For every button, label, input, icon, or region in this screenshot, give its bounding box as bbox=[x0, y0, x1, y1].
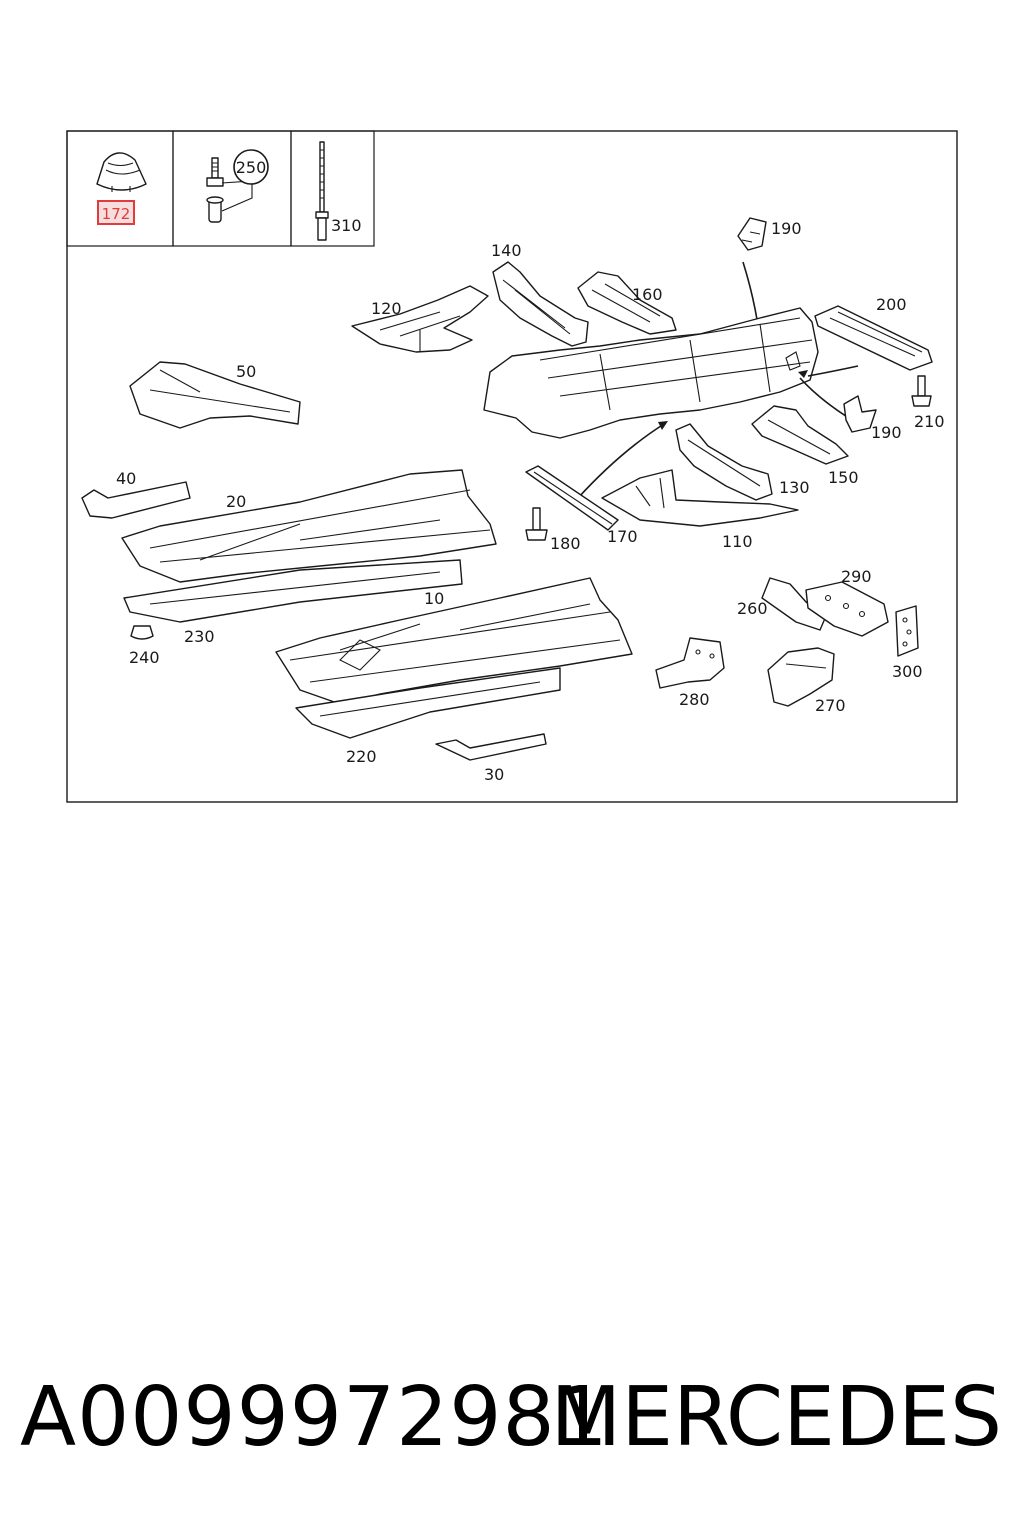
parts-diagram: 172 250 310 190 140 160 120 200 50 210 1… bbox=[66, 130, 958, 803]
bolt-210-shape bbox=[911, 375, 932, 407]
strip-170-shape bbox=[525, 465, 619, 531]
bolt-180-shape bbox=[525, 507, 548, 541]
callout-40: 40 bbox=[116, 469, 136, 488]
panel-230-shape bbox=[123, 559, 463, 623]
callout-210: 210 bbox=[914, 412, 945, 431]
bracket-160-shape bbox=[577, 271, 677, 335]
bracket-270-shape bbox=[767, 647, 835, 707]
footer-caption: A0099972981 MERCEDES bbox=[0, 1370, 1024, 1480]
plate-300-shape bbox=[895, 605, 919, 657]
callout-130: 130 bbox=[779, 478, 810, 497]
callout-190-top: 190 bbox=[771, 219, 802, 238]
callout-10: 10 bbox=[424, 589, 444, 608]
panel-110-shape bbox=[601, 469, 799, 527]
plug-240-shape bbox=[130, 625, 154, 640]
panel-120-shape bbox=[351, 285, 489, 353]
callout-140: 140 bbox=[491, 241, 522, 260]
callout-300: 300 bbox=[892, 662, 923, 681]
bracket-190-top-shape bbox=[737, 217, 767, 251]
callout-120: 120 bbox=[371, 299, 402, 318]
rail-40-shape bbox=[81, 481, 191, 519]
callout-190-lower: 190 bbox=[871, 423, 902, 442]
callout-280: 280 bbox=[679, 690, 710, 709]
arrowhead-180 bbox=[658, 421, 668, 430]
callout-250: 250 bbox=[236, 158, 267, 177]
callout-circle-250 bbox=[233, 149, 269, 185]
callout-230: 230 bbox=[184, 627, 215, 646]
arrow-180-to-frame bbox=[577, 423, 665, 499]
member-140-shape bbox=[492, 261, 589, 347]
inset-box-310 bbox=[290, 130, 375, 247]
callout-50: 50 bbox=[236, 362, 256, 381]
highlight-box-172[interactable] bbox=[97, 200, 135, 225]
callout-150: 150 bbox=[828, 468, 859, 487]
callout-310: 310 bbox=[331, 216, 362, 235]
arrow-190-lower bbox=[807, 365, 859, 377]
plate-290-shape bbox=[805, 581, 889, 637]
callout-172: 172 bbox=[102, 205, 131, 223]
bolt-250-shape bbox=[206, 157, 253, 223]
callout-260: 260 bbox=[737, 599, 768, 618]
callout-110: 110 bbox=[722, 532, 753, 551]
brand-text: MERCEDES bbox=[550, 1370, 1002, 1465]
callout-240: 240 bbox=[129, 648, 160, 667]
front-frame-assembly-shape bbox=[483, 307, 819, 439]
bracket-150-shape bbox=[751, 405, 849, 465]
arrowhead-190-lower bbox=[798, 370, 808, 378]
floor-panel-20-shape bbox=[121, 469, 497, 583]
callout-170: 170 bbox=[607, 527, 638, 546]
member-50-shape bbox=[129, 361, 301, 429]
callout-20: 20 bbox=[226, 492, 246, 511]
callout-160: 160 bbox=[632, 285, 663, 304]
callout-200: 200 bbox=[876, 295, 907, 314]
callout-180: 180 bbox=[550, 534, 581, 553]
plate-200-shape bbox=[814, 305, 933, 371]
rail-30-shape bbox=[435, 733, 547, 761]
callout-220: 220 bbox=[346, 747, 377, 766]
callout-270: 270 bbox=[815, 696, 846, 715]
callout-290: 290 bbox=[841, 567, 872, 586]
bracket-280-shape bbox=[655, 637, 725, 689]
grommet-172-shape bbox=[96, 152, 147, 192]
bracket-190-lower-shape bbox=[843, 395, 877, 433]
callout-30: 30 bbox=[484, 765, 504, 784]
bolt-310-shape bbox=[315, 141, 329, 241]
member-130-shape bbox=[675, 423, 773, 501]
part-number-text: A0099972981 bbox=[20, 1370, 609, 1465]
panel-220-shape bbox=[295, 667, 561, 739]
